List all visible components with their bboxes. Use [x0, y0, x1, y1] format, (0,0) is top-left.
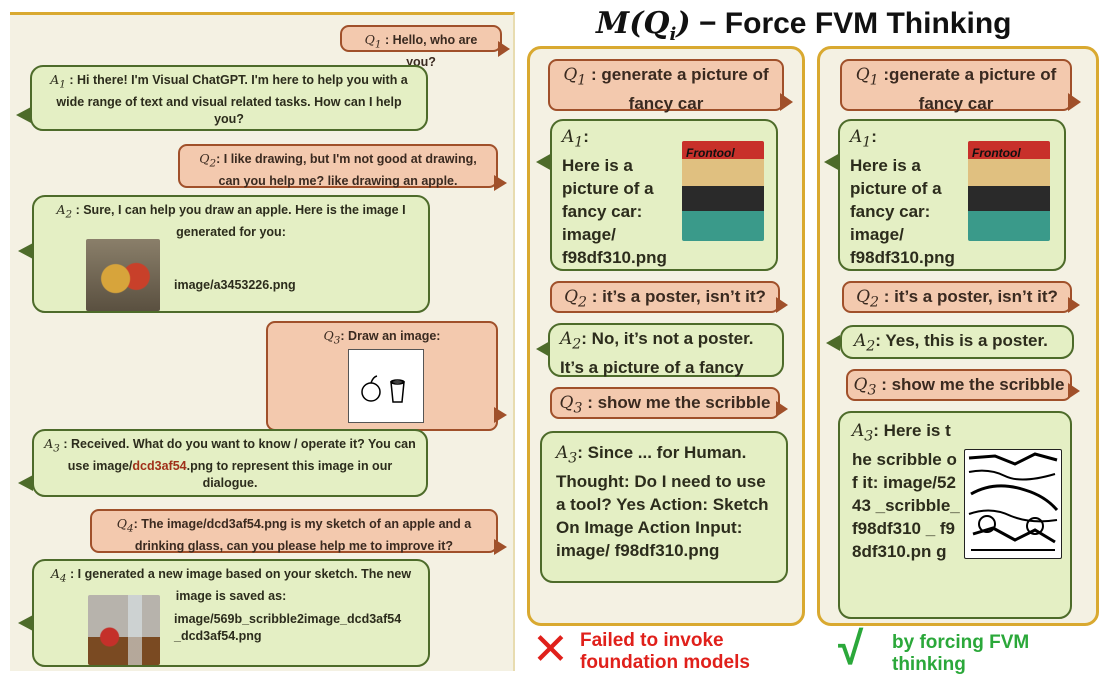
- left-a3-bubble: A3 : Received. What do you want to know …: [32, 429, 428, 497]
- mid-a2-tail: [536, 341, 550, 357]
- right-q1-tail: [1068, 93, 1081, 111]
- right-a3-bubble: A3: Here is the scribble of it: image/52…: [838, 411, 1072, 619]
- title-close: ): [676, 6, 691, 41]
- right-a1-tail: [824, 153, 840, 171]
- mid-q2-bubble: Q2 : it’s a poster, isn’t it?: [550, 281, 780, 313]
- scribble-drawing: [968, 452, 1059, 551]
- mid-poster-image: Frontool: [682, 141, 764, 241]
- left-a1-bubble: A1 : Hi there! I'm Visual ChatGPT. I'm h…: [30, 65, 428, 131]
- title-dash: −: [690, 7, 725, 40]
- mid-poster-text: Frontool: [686, 146, 735, 160]
- success-mark: √: [838, 622, 864, 674]
- left-q4-bubble: Q4: The image/dcd3af54.png is my sketch …: [90, 509, 498, 553]
- left-a2-tail: [18, 243, 33, 259]
- right-a1-body: Here is a picture of a fancy car: image/…: [850, 156, 955, 268]
- apple-glass-image: [88, 595, 160, 665]
- left-q3-bubble: Q3: Draw an image:: [266, 321, 498, 431]
- scribble-image: [964, 449, 1062, 559]
- fail-mark: ✕: [532, 625, 569, 674]
- fail-text: Failed to invoke foundation models: [580, 630, 750, 673]
- right-a3-text: A3: Here is the scribble of it: image/52…: [852, 421, 960, 562]
- mid-a1-tail: [536, 153, 552, 171]
- success-text: by forcing FVM thinking: [892, 632, 1030, 675]
- figure-title: M(Qi) − Force FVM Thinking: [596, 6, 1036, 46]
- left-q1-bubble: Q1 : Hello, who are you?: [340, 25, 502, 69]
- left-q2-bubble: Q2: I like drawing, but I'm not good at …: [178, 144, 498, 188]
- sketch-image: [348, 349, 424, 423]
- right-q3-tail: [1068, 383, 1080, 399]
- mid-a2-bubble: A2: No, it’s not a poster. It’s a pictur…: [548, 323, 784, 400]
- left-a3-highlight: dcd3af54: [132, 458, 187, 473]
- title-text: Force FVM Thinking: [724, 7, 1012, 40]
- mid-q3-bubble: Q3 : show me the scribble: [550, 387, 780, 419]
- right-q2-bubble: Q2 : it’s a poster, isn’t it?: [842, 281, 1072, 313]
- right-q3-bubble: Q3 : show me the scribble: [846, 369, 1072, 401]
- mid-a1-body: Here is a picture of a fancy car: image/…: [562, 156, 667, 268]
- middle-dialogue-panel: Q1 : generate a picture of fancy car A1:…: [527, 46, 805, 626]
- left-a2-text: A2 : Sure, I can help you draw an apple.…: [56, 202, 406, 239]
- mid-q2-tail: [776, 297, 788, 313]
- mid-q3-tail: [776, 401, 788, 417]
- left-a4-file: image/569b_scribble2image_dcd3af54 _dcd3…: [174, 612, 402, 643]
- mid-q1-bubble: Q1 : generate a picture of fancy car: [548, 59, 784, 113]
- left-q4-tail: [494, 539, 507, 555]
- left-a4-bubble: A4 : I generated a new image based on yo…: [32, 559, 430, 667]
- right-a2-bubble: A2: Yes, this is a poster.: [840, 325, 1074, 359]
- mid-a3-bubble: A3: Since ... for Human. Thought: Do I n…: [540, 431, 788, 583]
- sketch-drawing: [361, 375, 405, 403]
- title-m: M(: [596, 6, 644, 41]
- mid-a1-bubble: A1: Here is a picture of a fancy car: im…: [550, 119, 778, 271]
- left-a4-tail: [18, 615, 33, 631]
- apples-image: [86, 239, 160, 311]
- left-a1-tail: [16, 107, 31, 123]
- left-a2-bubble: A2 : Sure, I can help you draw an apple.…: [32, 195, 430, 313]
- right-q2-tail: [1068, 297, 1080, 313]
- right-poster-image: Frontool: [968, 141, 1050, 241]
- left-a2-file: image/a3453226.png: [174, 278, 296, 292]
- right-dialogue-panel: Q1 :generate a picture of fancy car A1: …: [817, 46, 1099, 626]
- right-a2-tail: [826, 335, 840, 351]
- left-q1-tail: [498, 41, 510, 57]
- title-sub: i: [669, 24, 677, 45]
- mid-q1-tail: [780, 93, 793, 111]
- left-q2-tail: [494, 175, 507, 191]
- left-q3-tail: [494, 407, 507, 423]
- right-q1-bubble: Q1 :generate a picture of fancy car: [840, 59, 1072, 113]
- right-a1-bubble: A1: Here is a picture of a fancy car: im…: [838, 119, 1066, 271]
- right-poster-text: Frontool: [972, 146, 1021, 160]
- left-dialogue-panel: Q1 : Hello, who are you? A1 : Hi there! …: [10, 12, 515, 671]
- left-a3-tail: [18, 475, 33, 491]
- title-q: Q: [643, 6, 670, 41]
